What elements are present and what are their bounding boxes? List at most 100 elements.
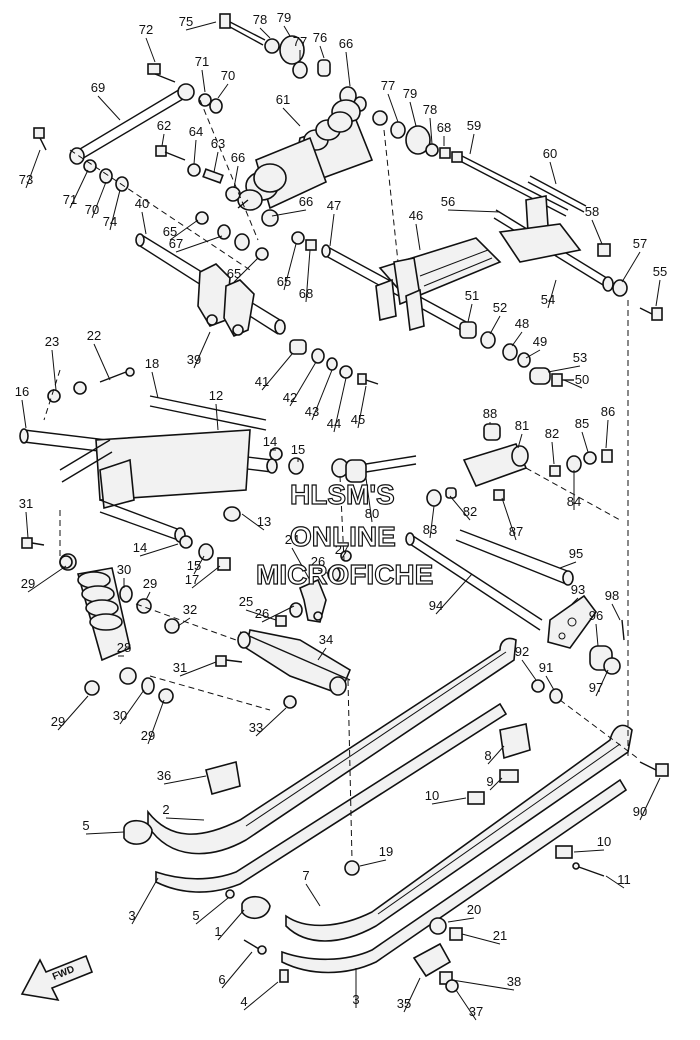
leader-line-63: [213, 151, 219, 173]
leader-line-60: [549, 161, 557, 185]
bolt-31-center: [215, 655, 243, 667]
part-label-15: 15: [187, 558, 201, 573]
part-label-26: 26: [311, 554, 325, 569]
leader-line-53: [547, 365, 581, 373]
leader-line-11: [605, 875, 625, 889]
part-label-80: 80: [365, 506, 379, 521]
part-label-19: 19: [379, 844, 393, 859]
shock-absorber-61: [237, 99, 374, 211]
leader-line-78: [259, 27, 271, 39]
bolt-55: [639, 307, 663, 321]
leader-line-83: [429, 505, 435, 539]
part-label-21: 21: [493, 928, 507, 943]
part-label-75: 75: [179, 14, 193, 29]
leader-line-58: [591, 219, 603, 245]
screw-4: [279, 969, 289, 983]
leader-line-95: [559, 561, 577, 569]
part-label-69: 69: [91, 80, 105, 95]
part-label-39: 39: [187, 352, 201, 367]
part-label-78: 78: [253, 12, 267, 27]
part-label-79: 79: [403, 86, 417, 101]
part-label-43: 43: [305, 404, 319, 419]
leader-line-15: [193, 555, 205, 575]
leader-line-5: [195, 897, 229, 925]
leader-line-48: [511, 331, 523, 347]
part-label-79: 79: [277, 10, 291, 25]
leader-line-46: [415, 223, 421, 251]
collar-71: [83, 159, 97, 173]
washer-85: [583, 451, 597, 465]
leader-line-71: [69, 169, 89, 209]
collar-30-top: [119, 585, 133, 603]
part-label-60: 60: [543, 146, 557, 161]
collar-53: [529, 367, 551, 385]
part-label-10: 10: [425, 788, 439, 803]
nut-68-top: [439, 147, 451, 159]
washer-26-a: [289, 602, 303, 618]
tube-95: [455, 529, 574, 586]
nut-29-bottom: [158, 688, 174, 704]
leader-line-9: [489, 777, 503, 791]
washer-78: [264, 38, 280, 54]
leader-line-91: [545, 675, 555, 691]
collar-77: [292, 61, 308, 79]
part-label-8: 8: [484, 748, 491, 763]
leader-line-25: [245, 609, 277, 621]
leader-line-13: [241, 513, 265, 531]
part-label-66: 66: [299, 194, 313, 209]
shaft-80: [331, 455, 417, 483]
part-label-66: 66: [231, 150, 245, 165]
part-label-42: 42: [283, 390, 297, 405]
leader-line-93: [571, 597, 579, 605]
shaft-59: [451, 151, 569, 217]
collar-88: [483, 423, 501, 441]
ref-line-c: [383, 129, 399, 263]
nut-97: [603, 657, 621, 675]
leader-line-50: [563, 379, 583, 389]
leader-line-62: [161, 133, 165, 147]
leader-line-66: [271, 209, 307, 217]
part-label-78: 78: [423, 102, 437, 117]
part-label-73: 73: [19, 172, 33, 187]
nut-32: [164, 618, 180, 634]
leader-line-85: [581, 431, 589, 453]
part-label-14: 14: [133, 540, 147, 555]
part-label-25: 25: [239, 594, 253, 609]
leader-line-8: [487, 745, 505, 765]
leader-line-67: [175, 235, 223, 253]
leader-line-24: [291, 547, 313, 585]
part-label-5: 5: [192, 908, 199, 923]
nut-82-right: [549, 465, 561, 477]
leader-line-97: [595, 669, 609, 697]
leader-line-7: [305, 883, 321, 907]
leader-line-66: [233, 165, 239, 189]
leader-line-42: [289, 361, 317, 407]
part-label-93: 93: [571, 582, 585, 597]
leader-line-52: [489, 315, 501, 335]
leader-line-10: [431, 797, 467, 805]
collar-41: [289, 339, 307, 355]
leader-line-38: [451, 979, 515, 991]
leader-line-56: [447, 209, 501, 213]
leader-line-2: [165, 817, 205, 821]
bushing-79-right: [405, 125, 431, 155]
part-label-63: 63: [211, 136, 225, 151]
front-arm-12: [19, 395, 278, 543]
part-label-51: 51: [465, 288, 479, 303]
arm-46: [375, 237, 502, 332]
collar-71-top: [198, 93, 212, 107]
part-label-27: 27: [335, 542, 349, 557]
collar-70: [99, 168, 113, 184]
leader-line-3: [131, 877, 159, 925]
collar-77-right: [390, 121, 406, 139]
part-label-23: 23: [45, 334, 59, 349]
collar-15-bottom: [198, 543, 214, 561]
washer-14-top: [269, 447, 283, 461]
slider-9: [499, 769, 519, 783]
ref-line-b: [199, 99, 259, 241]
leader-line-1: [217, 909, 245, 941]
leader-line-44: [333, 377, 347, 433]
part-label-15: 15: [291, 442, 305, 457]
part-label-48: 48: [515, 316, 529, 331]
